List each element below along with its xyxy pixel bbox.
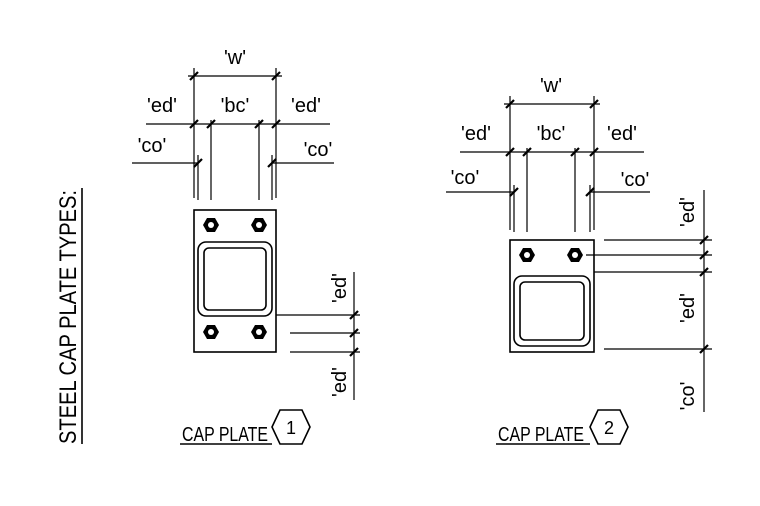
- bolt-icon: [203, 218, 219, 232]
- detail-2: 'w' 'ed' 'bc' 'ed' 'co' 'co' 'ed' 'ed' '…: [446, 75, 712, 446]
- bolt-icon: [519, 248, 535, 262]
- detail-number-1: 1: [286, 418, 296, 438]
- hss-section-2-outer: [513, 275, 591, 347]
- bolt-icon: [251, 325, 267, 339]
- caption-1: CAP PLATE: [182, 424, 268, 446]
- label-co-right-2: 'co': [621, 169, 650, 191]
- label-ed-left-2: 'ed': [461, 123, 491, 145]
- hss-section-1-outer: [197, 241, 273, 317]
- label-bc-2: 'bc': [537, 123, 566, 145]
- hss-section-1-inner: [203, 247, 267, 311]
- label-co-left-1: 'co': [138, 135, 167, 157]
- label-ed-left-1: 'ed': [147, 95, 177, 117]
- label-ed-right-2: 'ed': [607, 123, 637, 145]
- label-co-vertical-2: 'co': [677, 382, 699, 411]
- label-co-left-2: 'co': [451, 167, 480, 189]
- hss-section-2-inner: [519, 281, 585, 341]
- detail-number-hexagon-2: [589, 409, 629, 445]
- label-ed-right-1: 'ed': [291, 95, 321, 117]
- label-ed-vertical-bottom-1: 'ed': [329, 367, 351, 397]
- label-co-right-1: 'co': [304, 139, 333, 161]
- detail-1: 'w' 'ed' 'bc' 'ed' 'co' 'co' 'ed' 'ed' C…: [132, 47, 360, 446]
- sheet-title: STEEL CAP PLATE TYPES:: [55, 190, 82, 444]
- label-ed-vertical-top-1: 'ed': [329, 273, 351, 303]
- label-ed-vertical-middle-2: 'ed': [677, 293, 699, 323]
- label-bc-1: 'bc': [221, 95, 250, 117]
- detail-number-2: 2: [604, 418, 614, 438]
- cap-plate-1-outline: [193, 209, 277, 353]
- bolt-icon: [203, 325, 219, 339]
- detail-number-hexagon-1: [271, 409, 311, 445]
- label-w-1: 'w': [224, 47, 246, 69]
- caption-2: CAP PLATE: [498, 424, 584, 446]
- label-ed-vertical-top-2: 'ed': [677, 197, 699, 227]
- bolt-icon: [567, 248, 583, 262]
- cap-plate-2-outline: [509, 239, 595, 353]
- bolt-icon: [251, 218, 267, 232]
- label-w-2: 'w': [540, 75, 562, 97]
